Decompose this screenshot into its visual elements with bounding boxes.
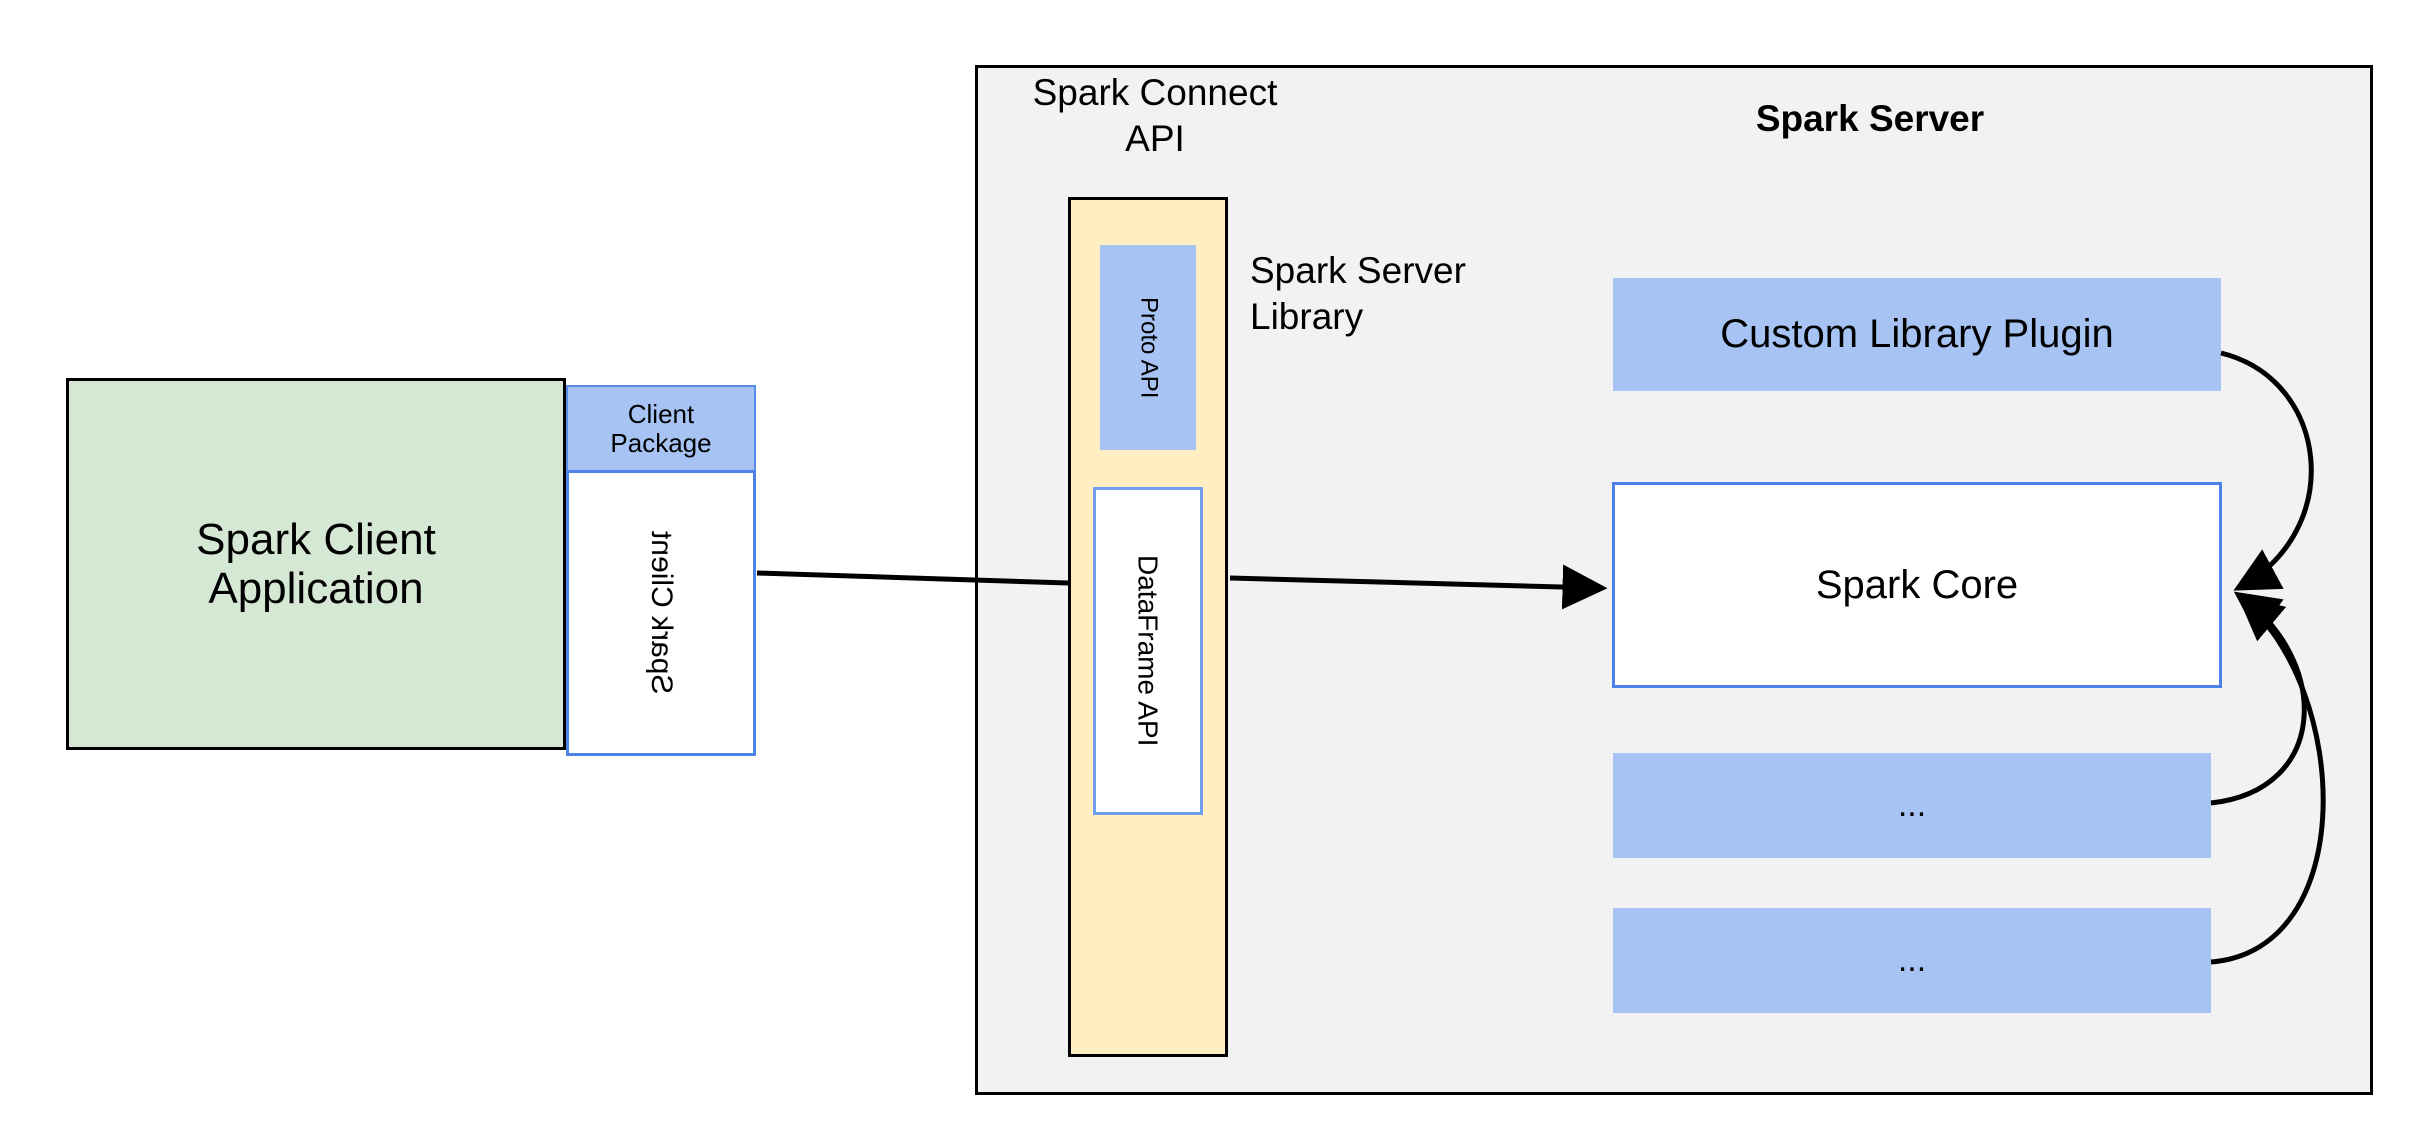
ellipsis-box-2-label: ...: [1897, 941, 1927, 980]
spark-connect-api-label-line2: API: [1125, 118, 1185, 160]
proto-api-label: Proto API: [1135, 296, 1163, 399]
dataframe-api-box[interactable]: DataFrame API: [1093, 487, 1203, 815]
spark-server-title: Spark Server: [1755, 98, 1985, 139]
spark-client-application-box[interactable]: Spark Client Application: [66, 378, 566, 750]
client-package-label: Client Package: [610, 398, 712, 458]
spark-client-application-label: Spark Client Application: [184, 515, 448, 614]
spark-server-library-label: Spark Server Library: [1250, 248, 1550, 341]
custom-library-plugin-label: Custom Library Plugin: [1720, 312, 2114, 357]
spark-core-label: Spark Core: [1815, 562, 2019, 607]
custom-library-plugin-box[interactable]: Custom Library Plugin: [1613, 278, 2221, 391]
spark-server-library-label-line2: Library: [1250, 296, 1364, 338]
spark-client-application-line2: Application: [208, 564, 424, 613]
proto-api-box[interactable]: Proto API: [1100, 245, 1196, 450]
spark-client-box[interactable]: Spark Client: [566, 470, 756, 756]
ellipsis-box-2[interactable]: ...: [1613, 908, 2211, 1013]
client-package-line1: Client: [627, 398, 695, 429]
spark-server-library-label-line1: Spark Server: [1250, 250, 1466, 291]
client-package-box[interactable]: Client Package: [566, 385, 756, 471]
spark-connect-api-label: Spark Connect API: [1010, 70, 1300, 163]
spark-client-application-line1: Spark Client: [196, 514, 436, 564]
spark-core-box[interactable]: Spark Core: [1612, 482, 2222, 688]
spark-connect-api-label-line1: Spark Connect: [1032, 72, 1278, 113]
ellipsis-box-1[interactable]: ...: [1613, 753, 2211, 858]
dataframe-api-label: DataFrame API: [1132, 555, 1164, 747]
client-package-line2: Package: [610, 428, 712, 458]
spark-client-label: Spark Client: [644, 531, 678, 695]
ellipsis-box-1-label: ...: [1897, 786, 1927, 825]
